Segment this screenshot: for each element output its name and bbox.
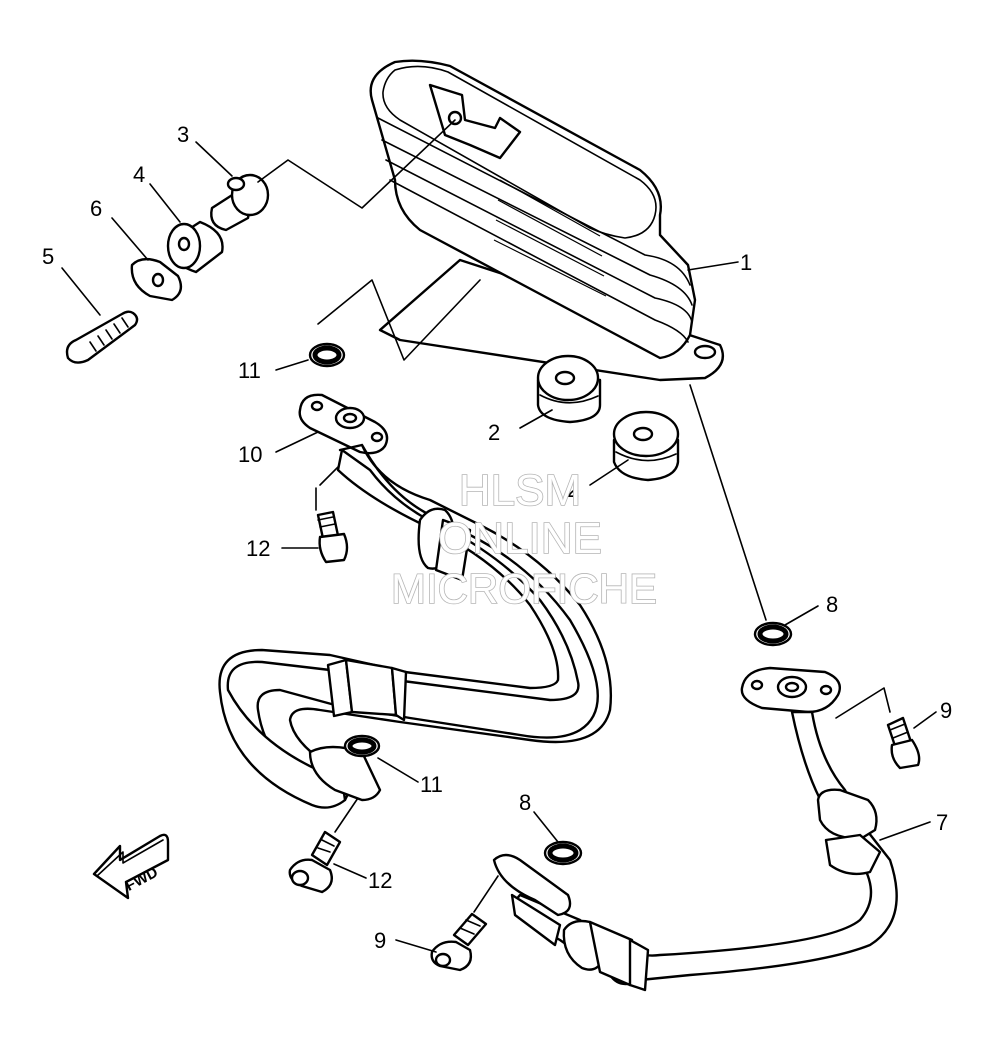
callout-8-upper: 8 [826, 592, 838, 617]
bolt-lower-left [288, 830, 342, 894]
bolt-lower-right [430, 912, 488, 972]
watermark: HLSM ONLINE MICROFICHE [390, 465, 658, 613]
pipe-flange-right [740, 666, 842, 714]
washer [130, 257, 183, 302]
oil-pipe-upper [218, 443, 612, 809]
callout-9-lower: 9 [374, 928, 386, 953]
watermark-line-1: HLSM [459, 466, 581, 515]
cooler-grommet-a [536, 354, 602, 424]
bolt-upper [316, 510, 349, 564]
bolt-right [886, 716, 921, 770]
callout-11-upper: 11 [238, 358, 261, 383]
fwd-arrow: FWD [92, 833, 170, 900]
callout-2-upper: 2 [488, 420, 500, 445]
cooler-grommet-b [612, 410, 680, 482]
callout-12-lower: 12 [368, 868, 392, 893]
damper [166, 220, 224, 274]
callout-1: 1 [740, 250, 752, 275]
watermark-line-3: MICROFICHE [391, 565, 657, 612]
pipe-flange-upper [298, 393, 389, 455]
collar [210, 173, 270, 232]
leader-lines [61, 141, 937, 953]
oil-cooler [369, 59, 725, 382]
callout-3: 3 [177, 122, 189, 147]
callout-10: 10 [238, 442, 262, 467]
reference-lines [257, 119, 891, 913]
callout-11-lower: 11 [420, 772, 443, 797]
callout-5: 5 [42, 244, 54, 269]
o-ring-lower-left [343, 734, 381, 758]
callout-2-lower: 2 [567, 477, 579, 502]
oil-pipe-lower [492, 710, 898, 992]
bolt [65, 310, 139, 364]
callout-labels: 1 2 2 3 4 5 6 7 8 8 9 9 10 11 11 12 12 [42, 122, 952, 953]
callout-6: 6 [90, 196, 102, 221]
callout-4: 4 [133, 162, 145, 187]
callout-12-upper: 12 [246, 536, 270, 561]
callout-8-lower: 8 [519, 790, 531, 815]
callout-9-right: 9 [940, 698, 952, 723]
callout-7: 7 [936, 810, 948, 835]
o-ring-upper-right [753, 621, 793, 647]
watermark-line-2: ONLINE [438, 514, 602, 563]
o-ring-lower-right [543, 840, 583, 866]
o-ring-upper [308, 342, 346, 368]
